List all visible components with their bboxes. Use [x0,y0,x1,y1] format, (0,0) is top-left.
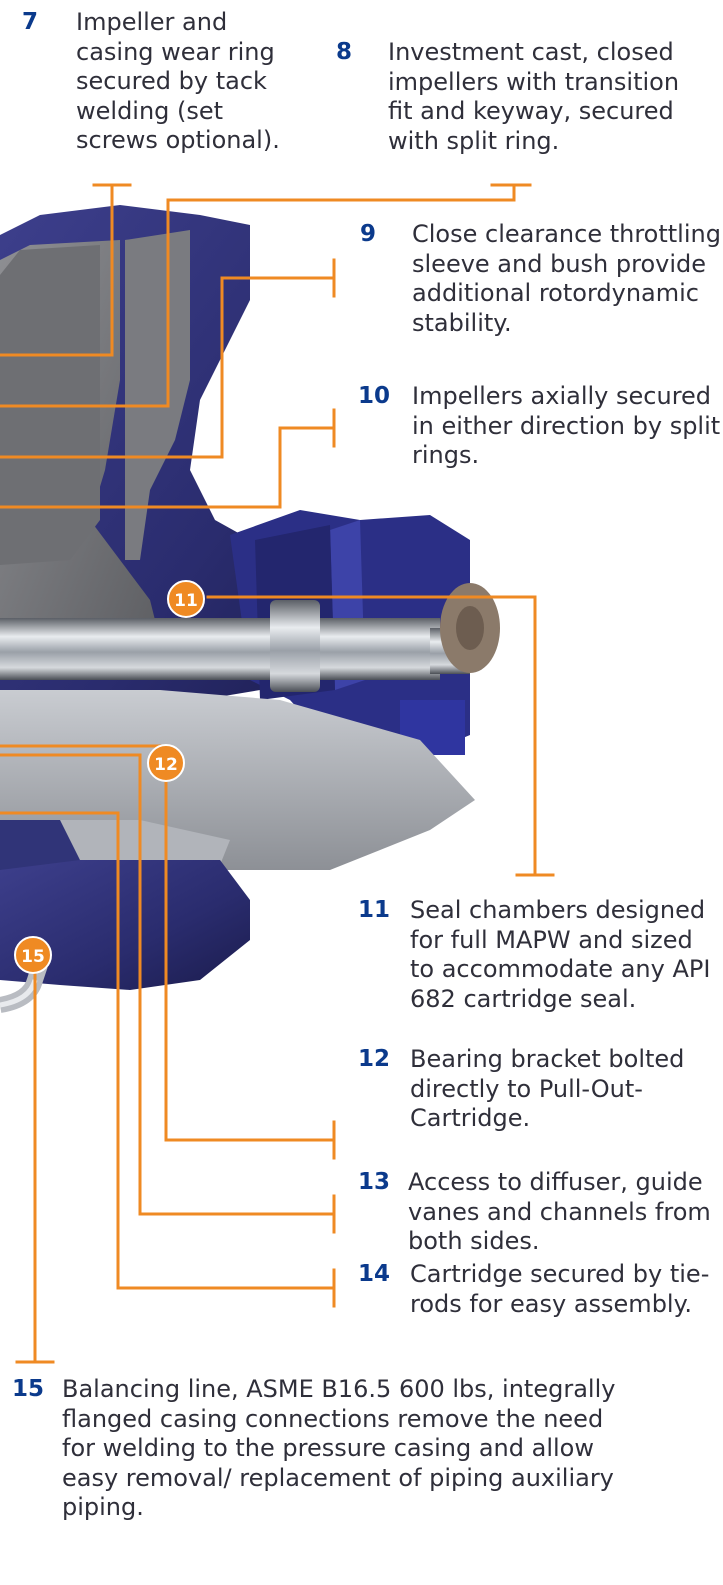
callout-10-number: 10 [358,383,391,409]
callout-14: 14 Cartridge secured by tie-rods for eas… [358,1260,723,1330]
marker-12: 12 [147,744,185,782]
callout-9-text: Close clearance throttling sleeve and bu… [412,220,721,337]
callout-13: 13 Access to diffuser, guide vanes and c… [358,1168,723,1268]
callout-12-number: 12 [358,1046,391,1072]
callout-11-text: Seal chambers designed for full MAPW and… [410,896,711,1013]
callout-15-text: Balancing line, ASME B16.5 600 lbs, inte… [62,1375,616,1521]
callout-7-number: 7 [22,9,39,35]
callout-8: 8 Investment cast, closed impellers with… [336,38,706,168]
callout-11-number: 11 [358,897,391,923]
callout-13-number: 13 [358,1169,391,1195]
callout-12-text: Bearing bracket bolted directly to Pull-… [410,1045,685,1132]
callout-14-text: Cartridge secured by tie-rods for easy a… [410,1260,710,1318]
callout-11: 11 Seal chambers designed for full MAPW … [358,896,723,1026]
callout-8-text: Investment cast, closed impellers with t… [388,38,680,155]
marker-15: 15 [14,936,52,974]
callout-12: 12 Bearing bracket bolted directly to Pu… [358,1045,723,1145]
callout-10-text: Impellers axially secured in either dire… [412,382,721,469]
callout-7-text: Impeller and casing wear ring secured by… [76,8,280,154]
callout-9-number: 9 [360,221,377,247]
marker-11: 11 [167,580,205,618]
callout-13-text: Access to diffuser, guide vanes and chan… [408,1168,711,1255]
callout-8-number: 8 [336,39,353,65]
callout-14-number: 14 [358,1261,391,1287]
callout-15-number: 15 [12,1376,45,1402]
callout-10: 10 Impellers axially secured in either d… [358,382,723,482]
callout-15: 15 Balancing line, ASME B16.5 600 lbs, i… [12,1375,723,1575]
callout-7: 7 Impeller and casing wear ring secured … [22,8,302,168]
callout-9: 9 Close clearance throttling sleeve and … [360,220,723,350]
